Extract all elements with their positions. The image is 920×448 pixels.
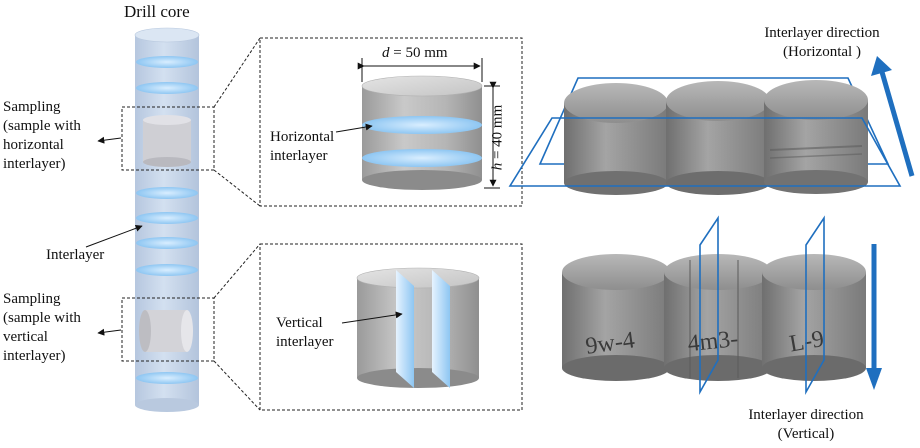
- height-label: h = 40 mm: [489, 96, 508, 180]
- sampling-horizontal-arrow: [97, 136, 122, 144]
- drill-core-column: [121, 27, 215, 412]
- label-line: interlayer): [3, 156, 66, 172]
- horizontal-interlayer-pointer: [335, 123, 373, 133]
- drill-core-title: Drill core: [124, 2, 190, 21]
- core-sample-horizontal: [143, 115, 191, 167]
- horizontal-sample-box: [121, 106, 215, 171]
- horizontal-interlayer-label: Horizontal interlayer: [270, 128, 334, 166]
- label-line: (sample with: [3, 118, 81, 134]
- vertical-direction-arrowhead: [866, 368, 882, 390]
- core-interlayer-disc: [136, 82, 198, 94]
- horizontal-interlayer-disc: [362, 149, 482, 167]
- vertical-interlayer-slab: [432, 270, 450, 388]
- diameter-var: d: [382, 45, 390, 61]
- top-direction-label: Interlayer direction (Horizontal ): [756, 24, 888, 62]
- interlayer-pointer: [85, 224, 143, 248]
- sample-mark-2: 4m3-: [686, 326, 739, 357]
- label-line: Horizontal: [270, 129, 335, 145]
- bottom-direction-label: Interlayer direction (Vertical): [734, 406, 878, 444]
- core-interlayers: [136, 56, 198, 384]
- interlayer-label: Interlayer: [46, 247, 105, 263]
- label-line: (Vertical): [777, 426, 835, 442]
- zoom-line: [213, 37, 261, 108]
- horizontal-interlayer-disc: [362, 116, 482, 134]
- core-interlayer-disc: [136, 237, 198, 249]
- vertical-plane-1: [699, 215, 719, 396]
- height-value: = 40 mm: [489, 104, 506, 163]
- zoom-line: [213, 169, 261, 207]
- label-line: (sample with: [3, 310, 81, 326]
- zoom-line: [213, 243, 261, 299]
- label-line: vertical: [3, 329, 48, 345]
- photo-vertical-samples: 9w-4 4m3- L-9: [562, 215, 882, 396]
- rock-sample: [564, 83, 668, 195]
- core-top: [134, 27, 200, 43]
- horizontal-direction-arrowhead: [871, 56, 892, 76]
- vertical-sample-box: [121, 297, 215, 362]
- rock-sample: [764, 80, 868, 194]
- sampling-horizontal-label: Sampling (sample with horizontal interla…: [3, 98, 81, 174]
- core-interlayer-disc: [136, 187, 198, 199]
- core-bottom: [135, 398, 199, 412]
- height-var: h: [489, 162, 506, 171]
- core-interlayer-disc: [136, 212, 198, 224]
- vertical-sample-cylinder: [356, 267, 480, 388]
- diameter-value: = 50 mm: [389, 45, 448, 61]
- core-interlayer-disc: [136, 56, 198, 68]
- label-line: Interlayer direction: [764, 25, 880, 41]
- rock-sample: L-9: [762, 254, 866, 381]
- vertical-plane-2: [805, 215, 825, 396]
- sampling-vertical-label: Sampling (sample with vertical interlaye…: [3, 290, 81, 366]
- label-line: (Horizontal ): [783, 44, 861, 60]
- label-line: interlayer): [3, 348, 66, 364]
- zoom-line: [213, 360, 261, 411]
- horizontal-plane-front: [508, 117, 902, 187]
- diameter-label: d = 50 mm: [382, 44, 448, 63]
- label-line: Vertical: [276, 315, 323, 331]
- horizontal-sample-panel: [259, 37, 523, 207]
- label-line: horizontal: [3, 137, 64, 153]
- vertical-sample-panel: [259, 243, 523, 411]
- label-line: Interlayer direction: [748, 407, 864, 423]
- rock-sample: 9w-4: [562, 254, 670, 381]
- core-interlayer-disc: [136, 264, 198, 276]
- sampling-vertical-arrow: [97, 328, 122, 336]
- core-interlayer-disc: [136, 372, 198, 384]
- label-line: Sampling: [3, 99, 61, 115]
- label-line: Sampling: [3, 291, 61, 307]
- vertical-interlayer-slab: [396, 270, 414, 388]
- horizontal-direction-arrow: [879, 71, 915, 177]
- horizontal-sample-cylinder: [361, 75, 483, 190]
- vertical-interlayer-label: Vertical interlayer: [276, 314, 333, 352]
- vertical-interlayer-pointer: [341, 311, 403, 324]
- label-line: interlayer: [270, 148, 328, 164]
- photo-horizontal-samples: [508, 56, 915, 195]
- label-line: interlayer: [276, 334, 334, 350]
- rock-sample: [666, 81, 770, 195]
- core-sample-vertical: [139, 310, 193, 352]
